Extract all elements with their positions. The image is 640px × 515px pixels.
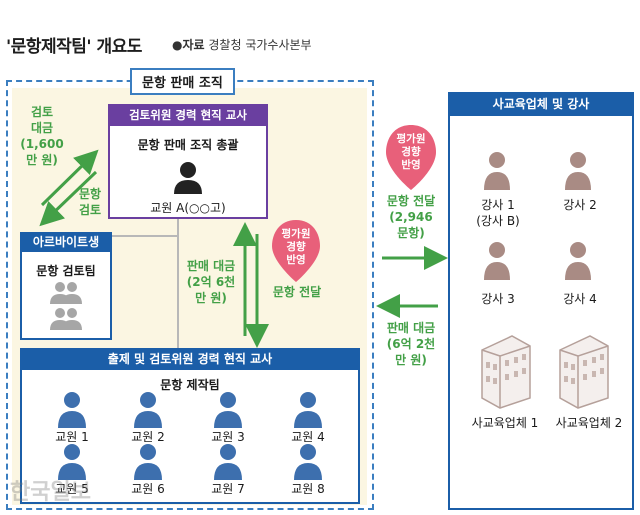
maker-member: 교원 7 xyxy=(211,482,245,496)
parttime-header: 아르바이트생 xyxy=(20,232,112,252)
reviewer-role: 문항 판매 조직 총괄 xyxy=(137,138,239,152)
watermark: 한국일보 xyxy=(10,480,91,505)
org-label: 문항 판매 조직 xyxy=(130,68,235,95)
maker-member: 교원 3 xyxy=(211,430,245,444)
maker-person-icon xyxy=(58,444,86,480)
makers-team: 문항 제작팀 xyxy=(160,378,220,392)
source-note: ●자료 경찰청 국가수사본부 xyxy=(172,38,312,52)
maker-person-icon xyxy=(214,392,242,428)
instructor-3: 강사 3 xyxy=(481,292,515,306)
maker-member: 교원 6 xyxy=(131,482,165,496)
parttime-team: 문항 검토팀 xyxy=(36,264,96,278)
makers-header: 출제 및 검토위원 경력 현직 교사 xyxy=(20,348,360,370)
maker-person-icon xyxy=(134,444,162,480)
maker-person-icon xyxy=(214,444,242,480)
page-title: '문항제작팀' 개요도 xyxy=(6,37,142,57)
maker-member: 교원 8 xyxy=(291,482,325,496)
instructor-1: 강사 1 xyxy=(481,198,515,212)
reviewer-person: 교원 A(○○고) xyxy=(150,201,226,215)
arrow-left-up xyxy=(40,149,99,207)
pin1-caption: 문항 전달 xyxy=(272,285,322,299)
arrow-left-down xyxy=(39,170,98,227)
maker-member: 교원 2 xyxy=(131,430,165,444)
reviewer-header: 검토위원 경력 현직 교사 xyxy=(108,104,268,126)
instructor-2: 강사 2 xyxy=(563,198,597,212)
maker-member: 교원 1 xyxy=(55,430,89,444)
maker-person-icon xyxy=(294,392,322,428)
company-2: 사교육업체 2 xyxy=(555,416,623,430)
right-box xyxy=(448,92,634,510)
maker-person-icon xyxy=(294,444,322,480)
instructor-4: 강사 4 xyxy=(563,292,597,306)
instructor-1-alias: (강사 B) xyxy=(476,214,520,228)
maker-person-icon xyxy=(58,392,86,428)
right-header: 사교육업체 및 강사 xyxy=(448,92,634,116)
maker-member: 교원 5 xyxy=(55,482,89,496)
maker-person-icon xyxy=(134,392,162,428)
maker-member: 교원 4 xyxy=(291,430,325,444)
company-1: 사교육업체 1 xyxy=(471,416,539,430)
